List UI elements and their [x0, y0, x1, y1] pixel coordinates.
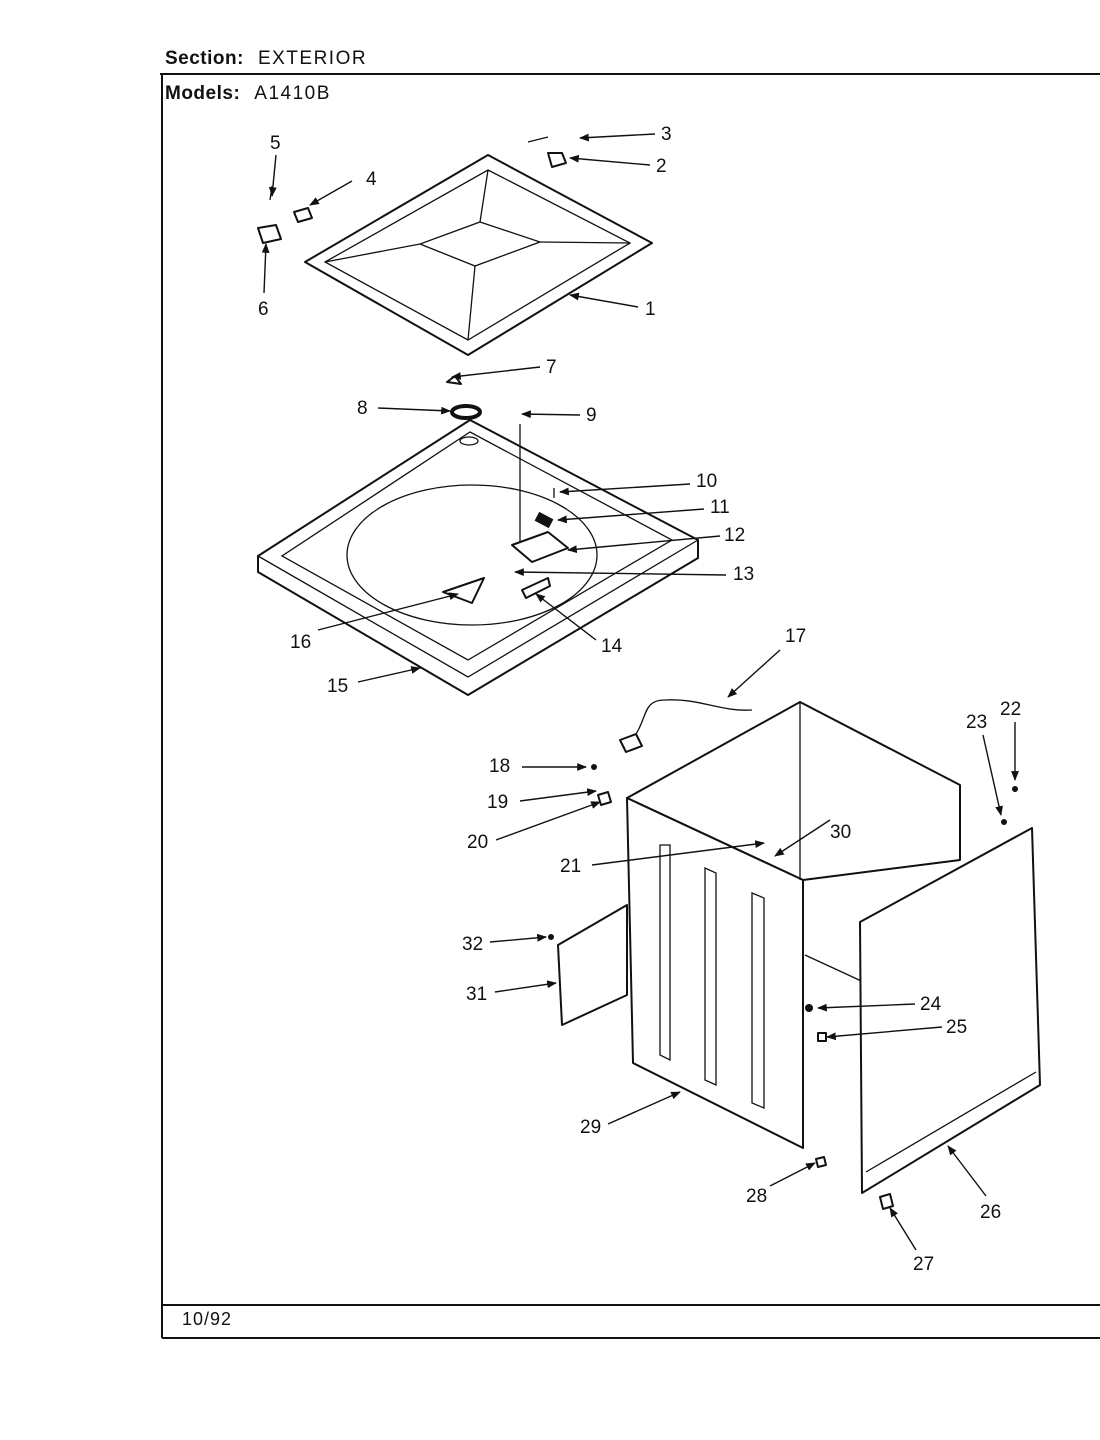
- callout-14: 14: [601, 636, 623, 657]
- callout-24: 24: [920, 994, 942, 1015]
- callout-17: 17: [785, 626, 806, 647]
- callout-32: 32: [462, 934, 483, 955]
- callout-20: 20: [467, 832, 488, 853]
- callout-16: 16: [290, 632, 311, 653]
- leader-lines: [261, 133, 1019, 1251]
- callout-7: 7: [546, 357, 557, 378]
- callout-labels: 1 2 3 4 5 6 7 8 9 10 11 12 13 14 15 16 1…: [258, 124, 1021, 1275]
- callout-31: 31: [466, 984, 487, 1005]
- callout-1: 1: [645, 299, 656, 320]
- models-header: Models: A1410B: [165, 83, 331, 105]
- callout-28: 28: [746, 1186, 767, 1207]
- callout-29: 29: [580, 1117, 601, 1138]
- callout-22: 22: [1000, 699, 1021, 720]
- section-value: EXTERIOR: [257, 48, 368, 69]
- access-panel: [557, 904, 628, 1026]
- callout-13: 13: [733, 564, 754, 585]
- footer-date: 10/92: [182, 1309, 233, 1329]
- callout-10: 10: [696, 471, 717, 492]
- callout-15: 15: [327, 676, 348, 697]
- latch-assembly: [511, 424, 569, 599]
- top-lid: [304, 154, 653, 356]
- gasket-ring: [450, 404, 482, 420]
- callout-6: 6: [258, 299, 269, 320]
- screws: [548, 764, 1018, 1210]
- top-panel: [257, 419, 699, 696]
- callout-2: 2: [656, 156, 667, 177]
- models-value: A1410B: [254, 83, 331, 104]
- callout-27: 27: [913, 1254, 934, 1275]
- page-frame: [160, 73, 1100, 1339]
- section-label: Section:: [165, 48, 244, 69]
- callout-9: 9: [586, 405, 597, 426]
- callout-4: 4: [366, 169, 377, 190]
- callout-30: 30: [830, 822, 851, 843]
- callout-26: 26: [980, 1202, 1001, 1223]
- power-cord: [619, 699, 753, 753]
- section-header: Section: EXTERIOR: [165, 48, 367, 70]
- callout-25: 25: [946, 1017, 967, 1038]
- callout-3: 3: [661, 124, 672, 145]
- side-panel: [859, 827, 1041, 1194]
- callout-19: 19: [487, 792, 508, 813]
- callout-5: 5: [270, 133, 281, 154]
- callout-12: 12: [724, 525, 745, 546]
- models-label: Models:: [165, 83, 241, 104]
- cabinet: [626, 701, 961, 1149]
- callout-8: 8: [357, 398, 368, 419]
- callout-23: 23: [966, 712, 987, 733]
- callout-18: 18: [489, 756, 510, 777]
- callout-11: 11: [710, 497, 730, 518]
- callout-21: 21: [560, 856, 581, 877]
